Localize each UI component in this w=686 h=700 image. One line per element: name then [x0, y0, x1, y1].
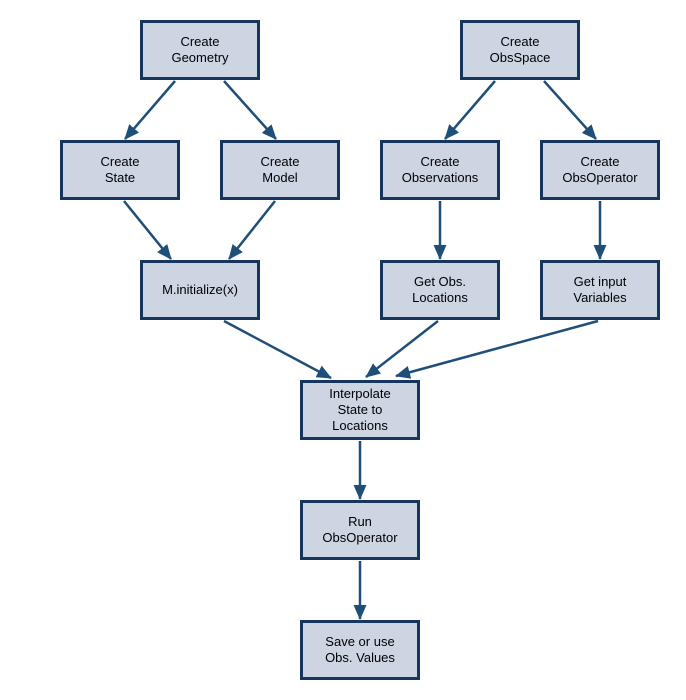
edge-arrow-create_geometry-to-create_model	[223, 80, 277, 140]
node-create-observations-label: Create Observations	[401, 154, 479, 185]
edge-arrow-get_input_variables-to-interpolate_state	[395, 319, 599, 379]
node-create-obsspace: Create ObsSpace	[460, 20, 580, 80]
node-m-initialize: M.initialize(x)	[140, 260, 260, 320]
node-save-values: Save or use Obs. Values	[300, 620, 420, 680]
node-create-geometry-label: Create Geometry	[171, 34, 229, 65]
edge-arrow-create_obsspace-to-create_obsoperator	[543, 80, 597, 140]
edge-arrow-create_state-to-m_initialize	[123, 200, 172, 260]
node-get-obs-locations: Get Obs. Locations	[380, 260, 500, 320]
edge-arrow-create_model-to-m_initialize	[228, 200, 276, 260]
node-interpolate-state-label: Interpolate State to Locations	[329, 386, 391, 433]
node-create-model-label: Create Model	[260, 154, 300, 185]
node-create-model: Create Model	[220, 140, 340, 200]
node-create-state-label: Create State	[100, 154, 140, 185]
node-get-obs-locations-label: Get Obs. Locations	[412, 274, 468, 305]
edge-arrow-get_obs_locations-to-interpolate_state	[365, 320, 439, 378]
node-create-state: Create State	[60, 140, 180, 200]
edge-arrow-m_initialize-to-interpolate_state	[223, 319, 332, 380]
node-get-input-variables: Get input Variables	[540, 260, 660, 320]
node-create-geometry: Create Geometry	[140, 20, 260, 80]
node-get-input-variables-label: Get input Variables	[573, 274, 627, 305]
node-run-obsoperator-label: Run ObsOperator	[322, 514, 398, 545]
node-run-obsoperator: Run ObsOperator	[300, 500, 420, 560]
edge-arrow-create_obsspace-to-create_observations	[444, 80, 496, 140]
node-save-values-label: Save or use Obs. Values	[325, 634, 395, 665]
node-create-obsoperator-label: Create ObsOperator	[562, 154, 638, 185]
node-create-obsoperator: Create ObsOperator	[540, 140, 660, 200]
node-m-initialize-label: M.initialize(x)	[162, 282, 238, 297]
node-interpolate-state: Interpolate State to Locations	[300, 380, 420, 440]
edge-arrow-create_geometry-to-create_state	[124, 80, 176, 140]
node-create-observations: Create Observations	[380, 140, 500, 200]
node-create-obsspace-label: Create ObsSpace	[489, 34, 551, 65]
